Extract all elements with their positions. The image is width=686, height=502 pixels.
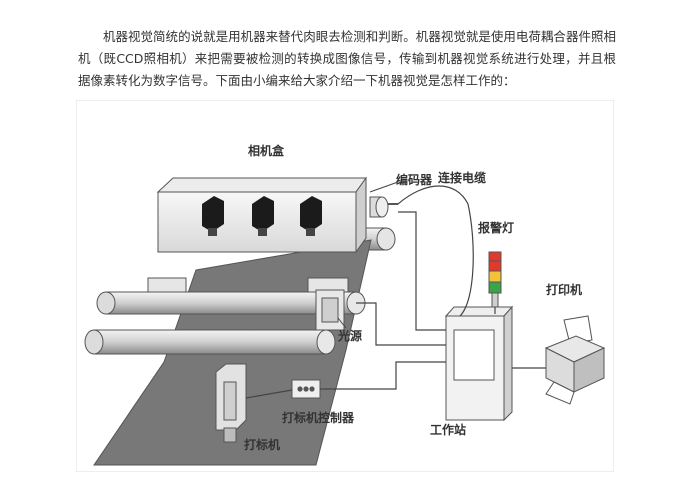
printer-device — [544, 315, 606, 405]
front-roller-upper — [96, 291, 366, 315]
label-leaders — [337, 181, 399, 329]
intro-paragraph: 机器视觉简统的说就是用机器来替代肉眼去检测和判断。机器视觉就是使用电荷耦合器件照… — [78, 26, 616, 92]
label-encoder: 编码器 — [395, 172, 433, 187]
machine-vision-diagram: 相机盒 编码器 连接电缆 报警灯 打印机 光源 打标机控制器 工作站 打标机 — [76, 100, 614, 472]
workstation-cabinet — [444, 305, 514, 422]
light-source-unit — [315, 289, 345, 331]
label-workstation: 工作站 — [430, 422, 466, 437]
camera-3-icon — [300, 196, 322, 236]
alarm-light — [488, 251, 502, 308]
label-camera-box: 相机盒 — [248, 143, 285, 158]
encoder-device — [369, 196, 398, 218]
marker-device — [215, 363, 247, 443]
label-alarm-light: 报警灯 — [478, 220, 514, 235]
marker-controller-device — [291, 379, 321, 399]
camera-1-icon — [202, 196, 224, 236]
camera-2-icon — [252, 196, 274, 236]
label-marker-controller: 打标机控制器 — [282, 410, 355, 425]
connection-cables — [245, 185, 546, 399]
label-light-source: 光源 — [337, 328, 362, 343]
label-printer: 打印机 — [546, 282, 582, 297]
label-cable: 连接电缆 — [438, 170, 486, 185]
front-roller-lower — [84, 329, 336, 355]
label-marker: 打标机 — [244, 437, 280, 452]
intro-text: 机器视觉简统的说就是用机器来替代肉眼去检测和判断。机器视觉就是使用电荷耦合器件照… — [78, 29, 616, 88]
